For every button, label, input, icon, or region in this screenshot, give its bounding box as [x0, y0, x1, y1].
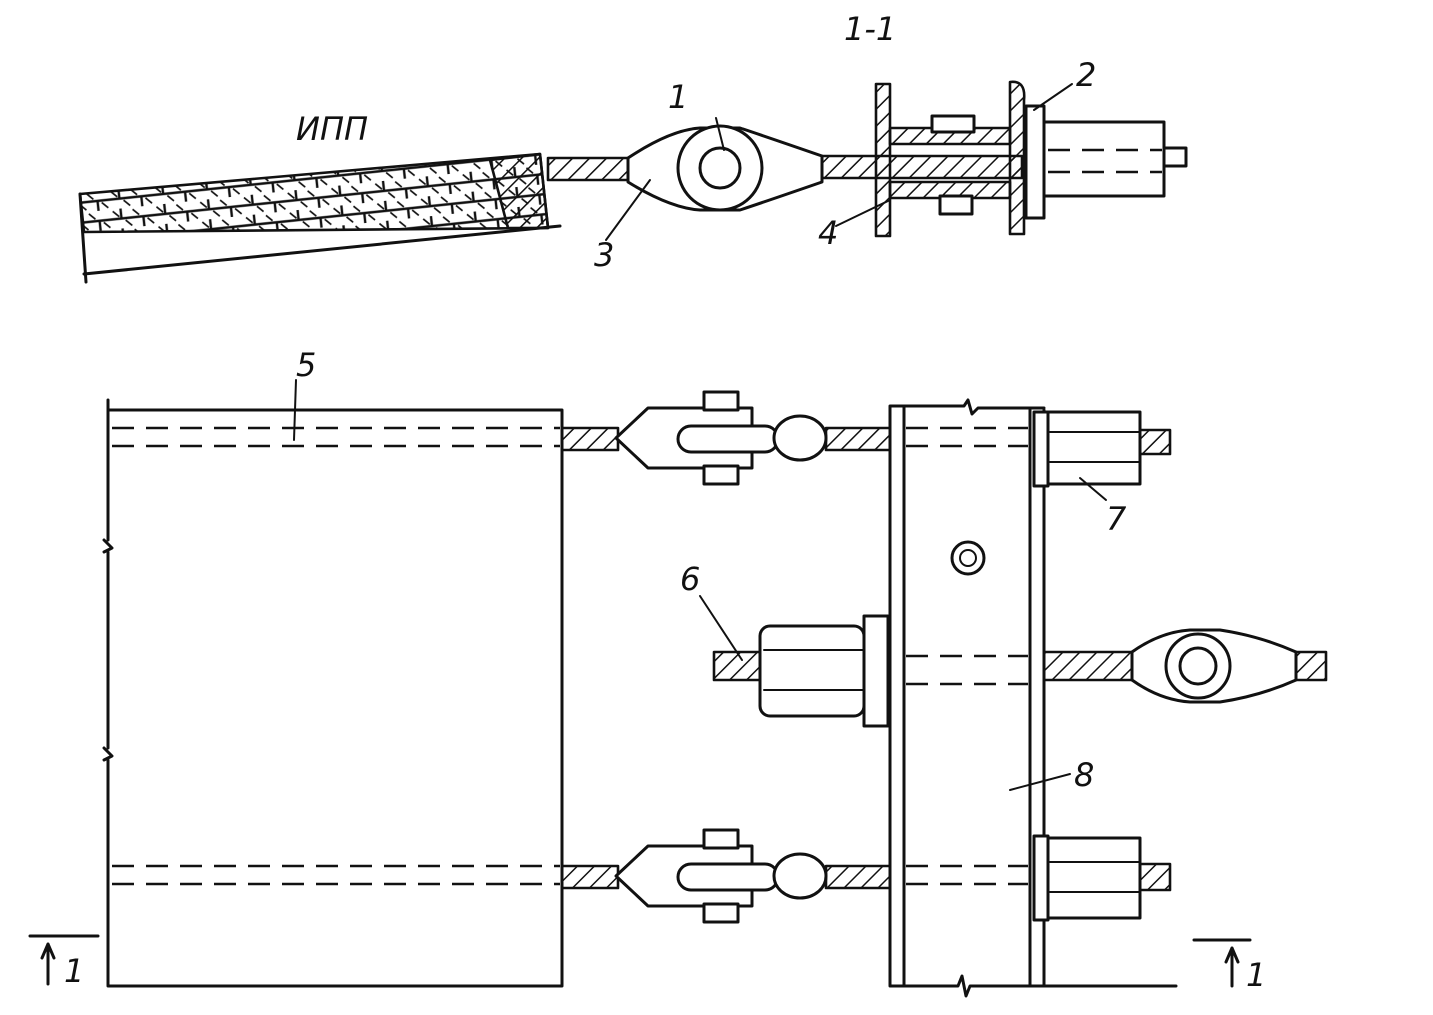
callout-5: 5 — [296, 346, 316, 384]
insulation-panel — [78, 152, 550, 234]
cut-label-right: 1 — [1246, 956, 1266, 994]
cut-label-left: 1 — [64, 952, 84, 990]
callout-7: 7 — [1106, 500, 1127, 538]
eye-ring-inner — [698, 146, 742, 190]
panel-end-line — [78, 192, 88, 284]
rod-6 — [712, 650, 764, 682]
frame-plate — [888, 398, 1178, 998]
plan-view — [28, 379, 1328, 998]
material-label: ИПП — [296, 110, 368, 148]
ball-bottom — [772, 852, 828, 900]
hole-outer — [950, 540, 986, 576]
callout-6: 6 — [680, 560, 700, 598]
section-view — [78, 80, 1188, 284]
callout-8: 8 — [1074, 756, 1094, 794]
callout-4: 4 — [818, 214, 838, 252]
washer — [1024, 104, 1046, 220]
nut-bottom — [938, 194, 974, 216]
rod-left — [546, 156, 640, 182]
panel-lower-edge — [82, 224, 562, 276]
threaded-end — [1162, 146, 1188, 168]
section-title: 1-1 — [844, 10, 896, 48]
ball-top — [772, 414, 828, 462]
nut-top — [930, 114, 976, 134]
rod-right — [820, 154, 1024, 180]
panel-outline — [102, 398, 564, 988]
channel-left — [874, 82, 892, 238]
callout-1: 1 — [668, 78, 688, 116]
channel-right — [1008, 80, 1026, 236]
eye-ring-outer — [676, 124, 764, 212]
hole-inner — [959, 549, 977, 567]
nut-body — [1042, 120, 1166, 198]
callout-2: 2 — [1076, 56, 1096, 94]
callout-3: 3 — [594, 236, 614, 274]
nut-6 — [758, 624, 866, 718]
nut-bottom-right — [1046, 836, 1142, 920]
cut-mark-right — [1192, 938, 1252, 988]
nut-7 — [1046, 410, 1142, 486]
cut-mark-left — [28, 934, 100, 986]
